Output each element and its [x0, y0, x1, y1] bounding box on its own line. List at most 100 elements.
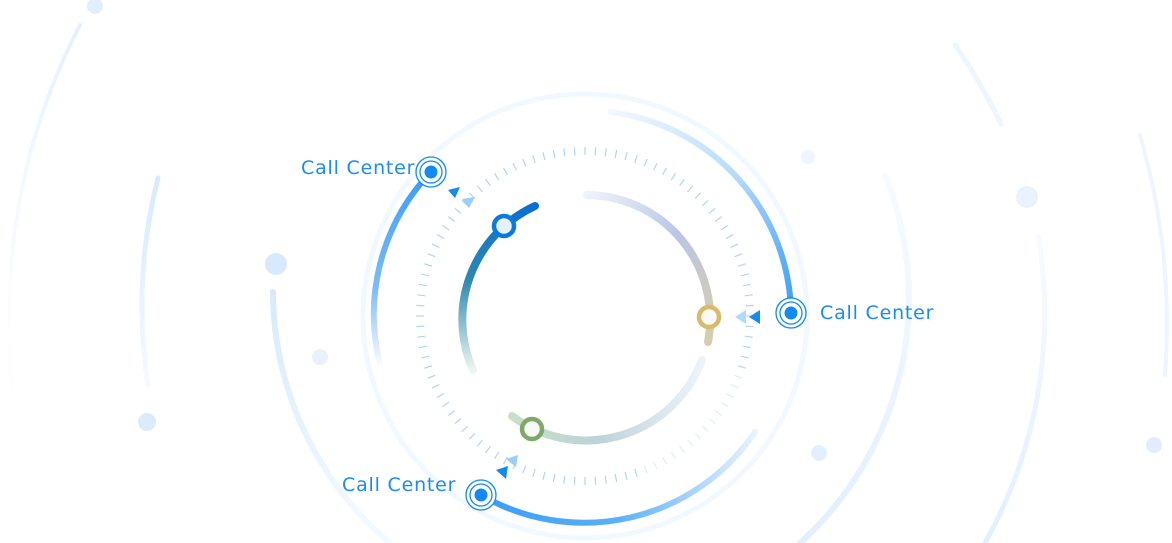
- bg-dot: [1016, 186, 1038, 208]
- marker-green: [519, 416, 545, 442]
- tick-mark: [416, 325, 425, 328]
- tick-mark: [454, 207, 462, 214]
- tick-mark: [503, 167, 508, 176]
- node-bottom-left-icon[interactable]: [465, 479, 497, 511]
- bg-dot: [801, 150, 815, 164]
- tick-mark: [503, 456, 508, 465]
- tick-mark: [542, 471, 546, 480]
- tick-mark: [634, 468, 638, 477]
- tick-mark: [424, 365, 433, 369]
- tick-mark: [614, 474, 618, 483]
- tick-mark: [604, 475, 607, 484]
- tick-mark: [745, 304, 754, 307]
- tick-mark: [653, 461, 658, 470]
- bg-arc-far-right: [1138, 133, 1169, 377]
- tick-mark: [522, 465, 527, 474]
- node-right-icon[interactable]: [775, 297, 807, 329]
- node-right-label[interactable]: Call Center: [820, 302, 935, 324]
- marker-blue: [491, 213, 517, 239]
- bg-arc-top-right: [952, 42, 1004, 127]
- tick-mark: [454, 418, 462, 425]
- tick-mark: [694, 192, 702, 200]
- tick-mark: [594, 476, 597, 485]
- tick-mark: [679, 178, 685, 187]
- tick-mark: [687, 439, 694, 447]
- direction-arrows: [448, 187, 760, 479]
- tick-mark: [542, 152, 546, 161]
- tick-mark: [708, 418, 716, 425]
- tick-mark: [714, 216, 723, 222]
- tick-mark: [725, 393, 734, 398]
- tick-mark: [563, 148, 566, 157]
- tick-mark: [476, 439, 483, 447]
- tick-mark: [418, 345, 427, 349]
- tick-mark: [643, 465, 648, 474]
- tick-mark: [670, 451, 677, 460]
- bg-dot: [811, 445, 827, 461]
- tick-mark: [720, 224, 729, 231]
- tick-mark: [485, 445, 491, 454]
- tick-mark: [417, 335, 426, 338]
- tick-mark: [694, 432, 702, 440]
- node-orbit-arcs: [370, 109, 794, 526]
- tick-mark: [431, 384, 440, 389]
- tick-mark: [573, 147, 576, 156]
- tick-mark: [624, 471, 628, 480]
- tick-mark: [421, 273, 430, 277]
- tick-mark: [744, 294, 753, 297]
- tick-mark: [653, 162, 658, 171]
- tick-mark: [468, 432, 476, 440]
- node-top-left-label[interactable]: Call Center: [301, 157, 416, 179]
- bg-dot: [312, 349, 328, 365]
- tick-mark: [744, 335, 753, 338]
- tick-mark: [614, 149, 618, 158]
- tick-mark: [461, 425, 469, 433]
- arrow-icon: [496, 466, 508, 479]
- tick-mark: [679, 445, 685, 454]
- arrow-icon: [448, 187, 460, 198]
- tick-mark: [737, 263, 746, 267]
- node-top-left-icon[interactable]: [415, 156, 447, 188]
- tick-mark: [701, 199, 709, 207]
- background-arcs: [6, 23, 1169, 543]
- orbit-arc-bottom: [478, 429, 758, 526]
- tick-mark: [436, 234, 445, 239]
- tick-mark: [563, 475, 566, 484]
- tick-mark: [532, 468, 536, 477]
- tick-mark: [522, 158, 527, 167]
- bg-arc-right-2: [982, 232, 1048, 543]
- tick-mark: [416, 304, 425, 307]
- tick-mark: [734, 374, 743, 379]
- tick-mark: [604, 148, 607, 157]
- tick-mark: [725, 234, 734, 239]
- marker-gold: [696, 304, 722, 330]
- tick-mark: [427, 374, 436, 379]
- arrow-icon: [506, 455, 518, 467]
- tick-mark: [687, 185, 694, 193]
- tick-mark: [720, 401, 729, 408]
- bg-dot: [265, 253, 287, 275]
- node-bottom-left-label[interactable]: Call Center: [342, 474, 457, 496]
- outer-faint-ring: [360, 91, 810, 541]
- bg-arc-inner-left: [270, 289, 393, 543]
- tick-mark: [441, 224, 450, 231]
- tick-mark: [740, 355, 749, 359]
- tick-mark: [447, 216, 456, 222]
- orbit-arc-top-right: [607, 109, 794, 316]
- tick-mark: [745, 325, 754, 328]
- tick-mark: [552, 474, 556, 483]
- tick-mark: [512, 162, 517, 171]
- tick-mark: [532, 155, 536, 164]
- bg-arc-far-left: [6, 23, 82, 472]
- inner-arc-right: [583, 191, 715, 346]
- tick-mark: [552, 149, 556, 158]
- bg-arc-right-mid: [797, 172, 912, 543]
- tick-mark: [431, 243, 440, 248]
- tick-mark: [701, 425, 709, 433]
- tick-mark: [643, 158, 648, 167]
- bg-dot: [138, 413, 156, 431]
- tick-mark: [740, 273, 749, 277]
- arrow-icon: [735, 310, 746, 324]
